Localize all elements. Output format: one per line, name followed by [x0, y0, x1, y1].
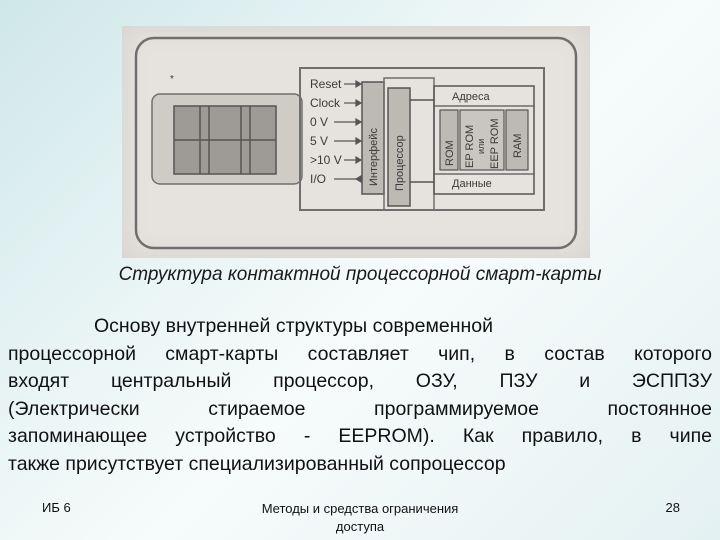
data-label: Данные	[452, 178, 492, 190]
pin-label: >10 V	[310, 153, 342, 167]
eprom-eeprom-block	[459, 109, 505, 171]
interface-label: Интерфейс	[368, 128, 380, 186]
processor-label: Процессор	[394, 135, 406, 191]
page-number: 28	[665, 500, 680, 515]
eprom-label: EP ROM	[464, 125, 476, 168]
smart-card-diagram: * Reset Clock 0 V 5 V >10 V I/O Интерфей…	[134, 36, 578, 250]
paragraph-line: Основу внутренней структуры современной	[94, 315, 493, 337]
paragraph-line: (Электрически стираемое программируемое …	[8, 397, 712, 420]
paragraph-line: запоминающее устройство - EEPROM). Как п…	[8, 425, 712, 448]
paragraph-line: процессорной смарт-карты составляет чип,…	[8, 342, 712, 365]
pin-label: I/O	[310, 172, 326, 186]
footer-course-label: ИБ 6	[42, 500, 71, 515]
or-label: или	[476, 139, 486, 154]
rom-label: ROM	[444, 140, 456, 166]
memory-block	[433, 85, 535, 195]
paragraph-line: входят центральный процессор, ОЗУ, ПЗУ и…	[8, 370, 712, 393]
ram-block	[505, 109, 529, 171]
footer-title-line: Методы и средства ограничения	[261, 501, 459, 516]
ram-label: RAM	[512, 134, 524, 158]
footer-title: Методы и средства ограничения доступа	[250, 500, 470, 536]
pin-label: Clock	[310, 96, 341, 110]
card-outline	[134, 36, 578, 250]
paragraph-line: также присутствует специализированный со…	[8, 452, 506, 475]
pin-label: 5 V	[310, 134, 328, 148]
smart-card-figure: * Reset Clock 0 V 5 V >10 V I/O Интерфей…	[122, 26, 590, 258]
footer-title-line: доступа	[335, 519, 385, 534]
figure-caption: Структура контактной процессорной смарт-…	[118, 264, 602, 285]
processor-block	[387, 87, 411, 207]
address-label: Адреса	[452, 91, 490, 103]
eeprom-label: EEP ROM	[489, 118, 501, 169]
card-mark: *	[170, 74, 174, 85]
pin-label: 0 V	[310, 115, 328, 129]
rom-block	[439, 109, 459, 171]
pin-label: Reset	[310, 77, 342, 91]
body-paragraph: Основу внутренней структуры современной …	[8, 313, 712, 479]
